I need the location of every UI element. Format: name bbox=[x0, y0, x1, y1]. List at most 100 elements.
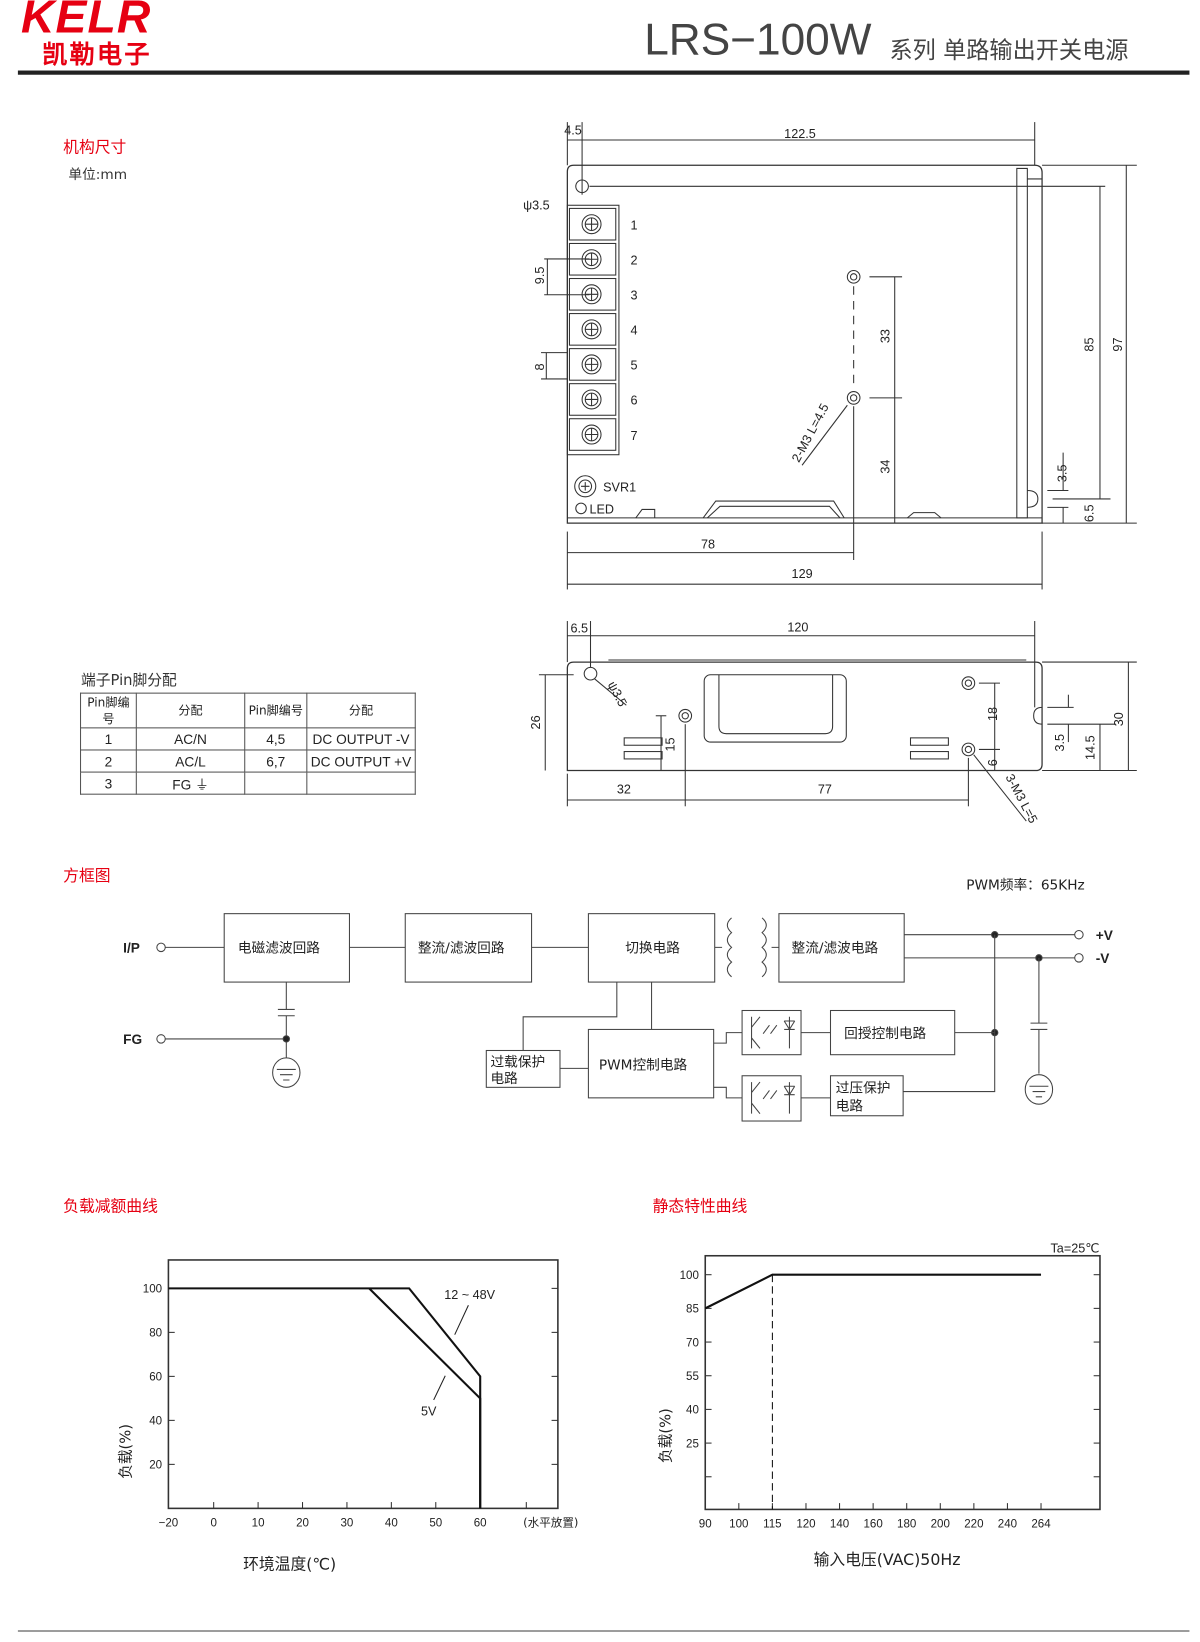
y-axis-label: 负载(%) bbox=[118, 1424, 135, 1479]
y-tick-label: 40 bbox=[686, 1405, 699, 1417]
x-tick-label: 10 bbox=[252, 1517, 265, 1529]
page-subtitle: 系列 单路输出开关电源 bbox=[889, 37, 1129, 65]
series-line-5v bbox=[368, 1287, 482, 1509]
terminal bbox=[568, 348, 617, 381]
section-title-static: 静态特性曲线 bbox=[652, 1196, 748, 1216]
dim-label: 4.5 bbox=[564, 124, 582, 138]
y-tick-label: 25 bbox=[686, 1438, 699, 1450]
led-label: LED bbox=[589, 503, 614, 517]
block-ovp-line1: 过压保护 bbox=[836, 1081, 891, 1097]
x-axis-note: (水平放置) bbox=[523, 1515, 578, 1529]
terminal bbox=[568, 418, 617, 451]
terminal-number: 2 bbox=[631, 254, 638, 268]
dim-label: 122.5 bbox=[784, 127, 816, 141]
fg-label: FG bbox=[123, 1032, 142, 1047]
ground-icon bbox=[1024, 1074, 1054, 1105]
dim-label: 32 bbox=[617, 783, 631, 797]
dim-label: 6.5 bbox=[571, 622, 589, 636]
screw-icon bbox=[581, 214, 602, 235]
block-output-rectifier: 整流/滤波电路 bbox=[792, 941, 879, 957]
screw-icon bbox=[581, 424, 602, 445]
series-line-load bbox=[704, 1273, 1042, 1310]
x-tick-label: 60 bbox=[474, 1517, 487, 1529]
terminal bbox=[568, 207, 617, 241]
ip-label: I/P bbox=[123, 941, 140, 956]
y-tick-label: 55 bbox=[686, 1371, 699, 1383]
led-icon bbox=[575, 502, 587, 515]
table-header: Pin脚编号 bbox=[79, 692, 137, 729]
brand-logo: KELR bbox=[21, 0, 152, 44]
y-tick-label: 20 bbox=[149, 1460, 162, 1472]
table-cell: DC OUTPUT -V bbox=[306, 727, 416, 751]
dim-label: ψ3.5 bbox=[523, 198, 550, 212]
table-cell: FG ⏚ bbox=[135, 771, 246, 795]
screw-icon bbox=[581, 354, 602, 375]
dim-label: 77 bbox=[818, 783, 832, 797]
dim-label: 6.5 bbox=[1083, 505, 1097, 523]
table-row: 2 AC/L 6,7 DC OUTPUT +V bbox=[79, 749, 416, 773]
table-header: Pin脚编号 bbox=[244, 692, 308, 729]
x-tick-label: 50 bbox=[429, 1517, 442, 1529]
y-tick-label: 60 bbox=[149, 1372, 162, 1384]
table-cell bbox=[306, 771, 416, 795]
section-title-derating: 负载减额曲线 bbox=[63, 1196, 158, 1216]
footer-divider bbox=[17, 1630, 1190, 1632]
dim-label: 34 bbox=[878, 460, 892, 474]
dim-label: 129 bbox=[792, 567, 813, 581]
section-title-mechanical: 机构尺寸 bbox=[63, 137, 127, 157]
x-tick-label: 40 bbox=[385, 1517, 398, 1529]
dim-label: 18 bbox=[986, 707, 1000, 721]
dim-label: 14.5 bbox=[1084, 735, 1098, 760]
dim-label: 30 bbox=[1112, 712, 1126, 726]
dim-label: 120 bbox=[787, 621, 808, 635]
y-tick-label: 80 bbox=[149, 1328, 162, 1340]
block-ovp-line2: 电路 bbox=[836, 1098, 864, 1114]
x-tick-label: 200 bbox=[931, 1518, 950, 1530]
terminal-number: 5 bbox=[631, 359, 638, 373]
x-tick-label: 264 bbox=[1031, 1518, 1051, 1530]
y-tick-label: 85 bbox=[686, 1304, 699, 1316]
ground-icon bbox=[272, 1057, 301, 1088]
screw-icon bbox=[581, 389, 602, 410]
x-tick-label: 140 bbox=[830, 1518, 849, 1530]
table-cell: 4,5 bbox=[244, 727, 308, 751]
x-tick-label: 20 bbox=[296, 1517, 309, 1529]
pin-table-title: 端子Pin脚分配 bbox=[81, 672, 177, 690]
y-tick-label: 40 bbox=[149, 1416, 162, 1428]
dim-label: 26 bbox=[529, 715, 543, 729]
x-axis-label: 输入电压(VAC)50Hz bbox=[814, 1550, 961, 1569]
table-cell: 3 bbox=[79, 771, 137, 795]
terminal-number: 6 bbox=[631, 394, 638, 408]
optocoupler-icon bbox=[751, 1016, 796, 1049]
page-title: LRS−100W bbox=[644, 14, 872, 65]
block-overload-line1: 过载保护 bbox=[491, 1054, 546, 1070]
x-tick-label: 220 bbox=[964, 1518, 983, 1530]
dim-label: 3.5 bbox=[1053, 734, 1067, 752]
optocoupler-icon bbox=[751, 1081, 796, 1114]
x-tick-label: 180 bbox=[897, 1518, 916, 1530]
x-axis-label: 环境温度(℃) bbox=[243, 1554, 336, 1573]
x-tick-label: 0 bbox=[210, 1517, 216, 1529]
pwm-frequency-label: PWM频率：65KHz bbox=[966, 876, 1084, 893]
dim-label: 6 bbox=[986, 759, 1000, 766]
x-tick-label: 30 bbox=[340, 1517, 353, 1529]
terminal-number: 3 bbox=[631, 289, 638, 303]
block-pwm-control: PWM控制电路 bbox=[599, 1057, 688, 1073]
dim-label: 97 bbox=[1111, 338, 1125, 352]
x-tick-label: 160 bbox=[863, 1518, 882, 1530]
dim-label: 3.5 bbox=[1055, 465, 1069, 483]
mount-hole-icon bbox=[575, 179, 589, 194]
screw-icon bbox=[581, 319, 602, 340]
brand-logo-cn: 凯勒电子 bbox=[42, 39, 152, 70]
temperature-annotation: Ta=25℃ bbox=[1050, 1242, 1099, 1256]
terminal-number: 1 bbox=[631, 218, 638, 232]
series-label-5v: 5V bbox=[421, 1405, 437, 1419]
series-line-12-48v bbox=[168, 1287, 482, 1509]
x-tick-label: 115 bbox=[763, 1518, 781, 1530]
plus-v-label: +V bbox=[1096, 928, 1114, 943]
table-cell: 1 bbox=[79, 727, 137, 751]
transformer-icon bbox=[726, 917, 767, 978]
